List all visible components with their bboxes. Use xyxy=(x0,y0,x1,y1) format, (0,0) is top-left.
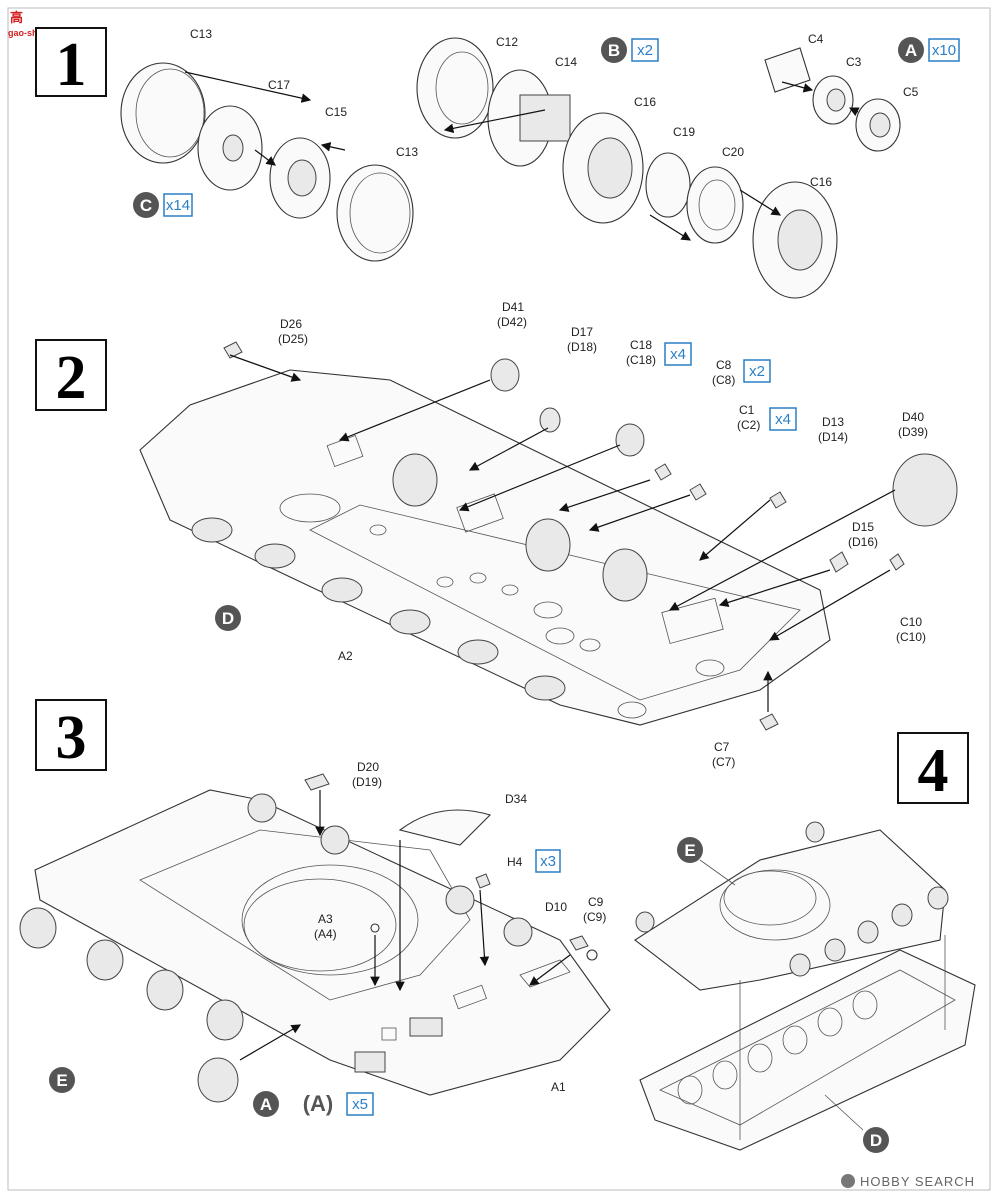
svg-text:x10: x10 xyxy=(932,42,956,59)
step-number: 1 xyxy=(56,31,87,99)
part-label: C17 xyxy=(268,78,290,92)
svg-text:x2: x2 xyxy=(637,42,653,59)
svg-text:E: E xyxy=(684,841,695,860)
return-roller-assembly xyxy=(764,47,901,152)
svg-text:(A): (A) xyxy=(303,1091,334,1116)
part-label: D26 xyxy=(280,317,302,331)
step-number: 2 xyxy=(56,344,87,412)
part-label: C16 xyxy=(810,175,832,189)
part-label: C4 xyxy=(808,32,824,46)
step-1: 1 C13 C17 C15 C13 C x14 xyxy=(35,27,960,299)
step-4: 4 E xyxy=(634,732,976,1153)
part-label: H4 xyxy=(507,855,523,869)
qty-badge: x4 xyxy=(769,407,797,431)
part-label: (C2) xyxy=(737,418,760,432)
part-label: C19 xyxy=(673,125,695,139)
part-label: (D19) xyxy=(352,775,382,789)
part-label: D13 xyxy=(822,415,844,429)
part-label: (C9) xyxy=(583,910,606,924)
sprue-badge-e-step4: E xyxy=(677,837,703,863)
part-label: C12 xyxy=(496,35,518,49)
part-label: C14 xyxy=(555,55,577,69)
sprue-badge-a-x5: A (A) x5 xyxy=(253,1091,374,1117)
qty-badge: x4 xyxy=(664,342,692,366)
part-label: (D25) xyxy=(278,332,308,346)
svg-text:x2: x2 xyxy=(749,363,765,380)
part-label: D40 xyxy=(902,410,924,424)
hull-assembly-join xyxy=(634,821,976,1151)
part-label: D17 xyxy=(571,325,593,339)
sprue-badge-d-step4: D xyxy=(863,1127,889,1153)
svg-text:x4: x4 xyxy=(670,346,686,363)
step-number: 3 xyxy=(56,704,87,772)
svg-text:x3: x3 xyxy=(540,853,556,870)
sprue-badge-b: B x2 xyxy=(601,37,659,63)
svg-text:x5: x5 xyxy=(352,1096,368,1113)
sprocket-assembly xyxy=(416,37,838,299)
part-label: (D14) xyxy=(818,430,848,444)
part-label: A2 xyxy=(338,649,353,663)
part-label: (D18) xyxy=(567,340,597,354)
part-label: A1 xyxy=(551,1080,566,1094)
part-label: C3 xyxy=(846,55,862,69)
road-wheel-assembly xyxy=(120,62,414,262)
part-label: D34 xyxy=(505,792,527,806)
part-label: A3 xyxy=(318,912,333,926)
step-2: 2 xyxy=(35,300,958,769)
part-label: D41 xyxy=(502,300,524,314)
svg-text:D: D xyxy=(222,609,234,628)
part-label: C10 xyxy=(900,615,922,629)
part-label: D15 xyxy=(852,520,874,534)
step-3: 3 xyxy=(19,699,611,1117)
part-label: C18 xyxy=(630,338,652,352)
sprue-badge-e: E xyxy=(49,1067,75,1093)
sprue-badge-c: C x14 xyxy=(133,192,193,218)
part-label: C16 xyxy=(634,95,656,109)
svg-text:A: A xyxy=(905,41,917,60)
qty-badge: x2 xyxy=(743,359,771,383)
part-label: D10 xyxy=(545,900,567,914)
svg-text:x14: x14 xyxy=(166,197,190,214)
watermark-bottom: HOBBY SEARCH xyxy=(841,1174,975,1189)
svg-text:A: A xyxy=(260,1095,272,1114)
part-label: C9 xyxy=(588,895,604,909)
lower-hull-a2 xyxy=(139,341,958,731)
part-label: C20 xyxy=(722,145,744,159)
svg-text:HOBBY SEARCH: HOBBY SEARCH xyxy=(860,1174,975,1189)
step-number: 4 xyxy=(918,737,949,805)
part-label: C8 xyxy=(716,358,732,372)
part-label: (A4) xyxy=(314,927,337,941)
part-label: (D16) xyxy=(848,535,878,549)
part-label: (C10) xyxy=(896,630,926,644)
part-label: C1 xyxy=(739,403,755,417)
part-label: (D42) xyxy=(497,315,527,329)
svg-text:C: C xyxy=(140,196,152,215)
part-label: (C8) xyxy=(712,373,735,387)
part-label: C15 xyxy=(325,105,347,119)
upper-hull-a1 xyxy=(19,773,611,1103)
part-label: C13 xyxy=(190,27,212,41)
svg-text:E: E xyxy=(56,1071,67,1090)
part-label: D20 xyxy=(357,760,379,774)
part-label: (D39) xyxy=(898,425,928,439)
part-label: C13 xyxy=(396,145,418,159)
sprue-badge-a: A x10 xyxy=(898,37,960,63)
part-label: (C18) xyxy=(626,353,656,367)
svg-text:高: 高 xyxy=(10,10,23,25)
svg-text:D: D xyxy=(870,1131,882,1150)
svg-text:x4: x4 xyxy=(775,411,791,428)
part-label: C7 xyxy=(714,740,730,754)
sprue-badge-d: D xyxy=(215,605,241,631)
svg-text:B: B xyxy=(608,41,620,60)
qty-badge: x3 xyxy=(535,849,561,873)
part-label: C5 xyxy=(903,85,919,99)
part-label: (C7) xyxy=(712,755,735,769)
